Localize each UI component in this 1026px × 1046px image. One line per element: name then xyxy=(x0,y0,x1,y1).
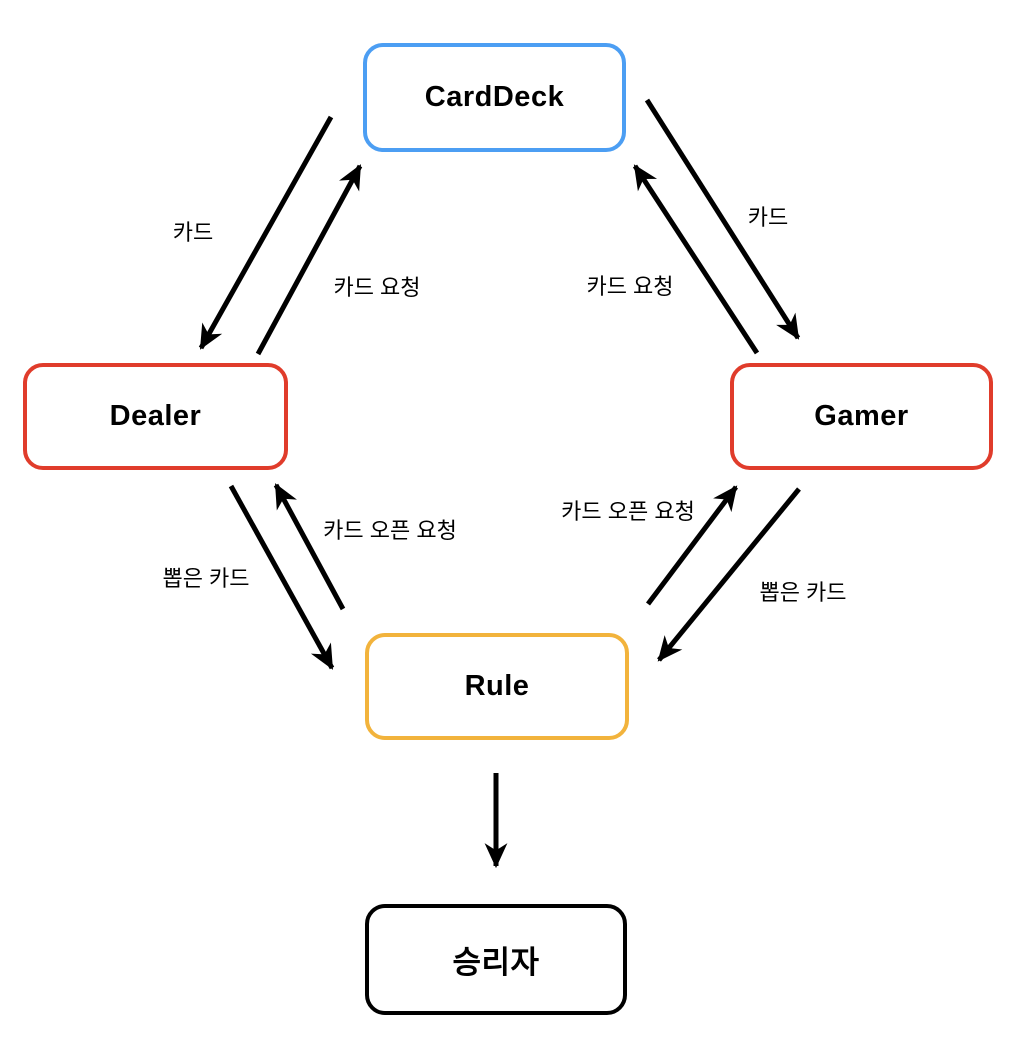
arrow-dealer-to-carddeck xyxy=(255,164,363,356)
edge-label-card-open-request-to-gamer: 카드 오픈 요청 xyxy=(561,499,695,524)
node-gamer-label: Gamer xyxy=(814,400,909,432)
arrow-carddeck-to-gamer xyxy=(644,98,801,340)
edge-label-card-to-gamer: 카드 xyxy=(747,205,789,230)
node-rule-label: Rule xyxy=(464,670,530,702)
arrow-gamer-to-carddeck xyxy=(632,164,760,355)
node-gamer: Gamer xyxy=(730,363,993,470)
edge-label-card-open-request-to-dealer: 카드 오픈 요청 xyxy=(323,518,457,543)
arrow-rule-to-gamer xyxy=(646,485,738,606)
arrow-carddeck-to-dealer xyxy=(198,115,334,350)
node-carddeck: CardDeck xyxy=(363,43,626,152)
node-winner: 승리자 xyxy=(365,904,627,1015)
edge-label-card-to-dealer: 카드 xyxy=(172,220,214,245)
arrow-dealer-to-rule xyxy=(228,484,335,670)
node-dealer: Dealer xyxy=(23,363,288,470)
node-dealer-label: Dealer xyxy=(109,400,202,432)
edge-label-card-request-from-dealer: 카드 요청 xyxy=(333,275,421,300)
edge-label-card-request-from-gamer: 카드 요청 xyxy=(586,274,674,299)
node-rule: Rule xyxy=(365,633,629,740)
arrow-gamer-to-rule xyxy=(657,487,801,662)
edge-label-drawn-card-from-dealer: 뽑은 카드 xyxy=(162,566,250,591)
arrow-rule-to-dealer xyxy=(273,483,346,611)
node-carddeck-label: CardDeck xyxy=(424,81,565,113)
edge-label-drawn-card-from-gamer: 뽑은 카드 xyxy=(759,580,847,605)
node-winner-label: 승리자 xyxy=(452,945,540,980)
